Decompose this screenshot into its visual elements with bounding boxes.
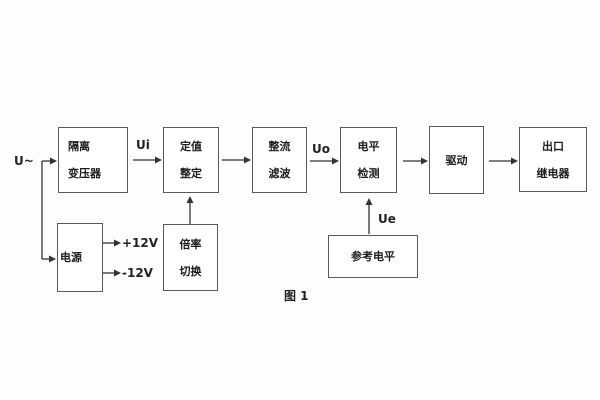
block-isolation-transformer-line2: 变压器 bbox=[68, 167, 101, 180]
block-output-relay: 出口 继电器 bbox=[519, 127, 587, 192]
label-uo: Uo bbox=[312, 142, 330, 156]
block-ratio-switching-line1: 倍率 bbox=[179, 237, 202, 251]
block-rectifier-filter: 整流 滤波 bbox=[252, 127, 307, 193]
block-setpoint-setting-line1: 定值 bbox=[180, 140, 202, 153]
label-ui: Ui bbox=[136, 138, 150, 152]
label-ue: Ue bbox=[378, 212, 396, 226]
block-ratio-switching: 倍率 切换 bbox=[163, 224, 218, 291]
block-output-relay-line1: 出口 bbox=[542, 139, 564, 153]
block-power-supply-label: 电源 bbox=[60, 251, 82, 264]
block-isolation-transformer: 隔离 变压器 bbox=[58, 127, 128, 193]
block-level-detection-line1: 电平 bbox=[357, 140, 380, 153]
block-isolation-transformer-line1: 隔离 bbox=[68, 140, 90, 153]
block-setpoint-setting-line2: 整定 bbox=[180, 167, 202, 180]
label-input-voltage: U~ bbox=[14, 154, 34, 168]
block-reference-level: 参考电平 bbox=[328, 235, 418, 278]
block-ratio-switching-line2: 切换 bbox=[179, 264, 202, 278]
block-power-supply: 电源 bbox=[57, 223, 103, 292]
block-rectifier-filter-line1: 整流 bbox=[268, 140, 291, 153]
block-driver-label: 驱动 bbox=[445, 153, 468, 167]
block-level-detection: 电平 检测 bbox=[340, 127, 397, 193]
block-driver: 驱动 bbox=[429, 126, 484, 194]
figure-caption: 图 1 bbox=[284, 289, 309, 303]
block-reference-level-label: 参考电平 bbox=[351, 250, 395, 263]
label-plus-12v: +12V bbox=[122, 236, 159, 250]
block-rectifier-filter-line2: 滤波 bbox=[268, 167, 291, 180]
label-minus-12v: -12V bbox=[122, 266, 153, 280]
block-setpoint-setting: 定值 整定 bbox=[163, 127, 219, 193]
block-output-relay-line2: 继电器 bbox=[536, 166, 570, 180]
block-level-detection-line2: 检测 bbox=[357, 167, 380, 180]
